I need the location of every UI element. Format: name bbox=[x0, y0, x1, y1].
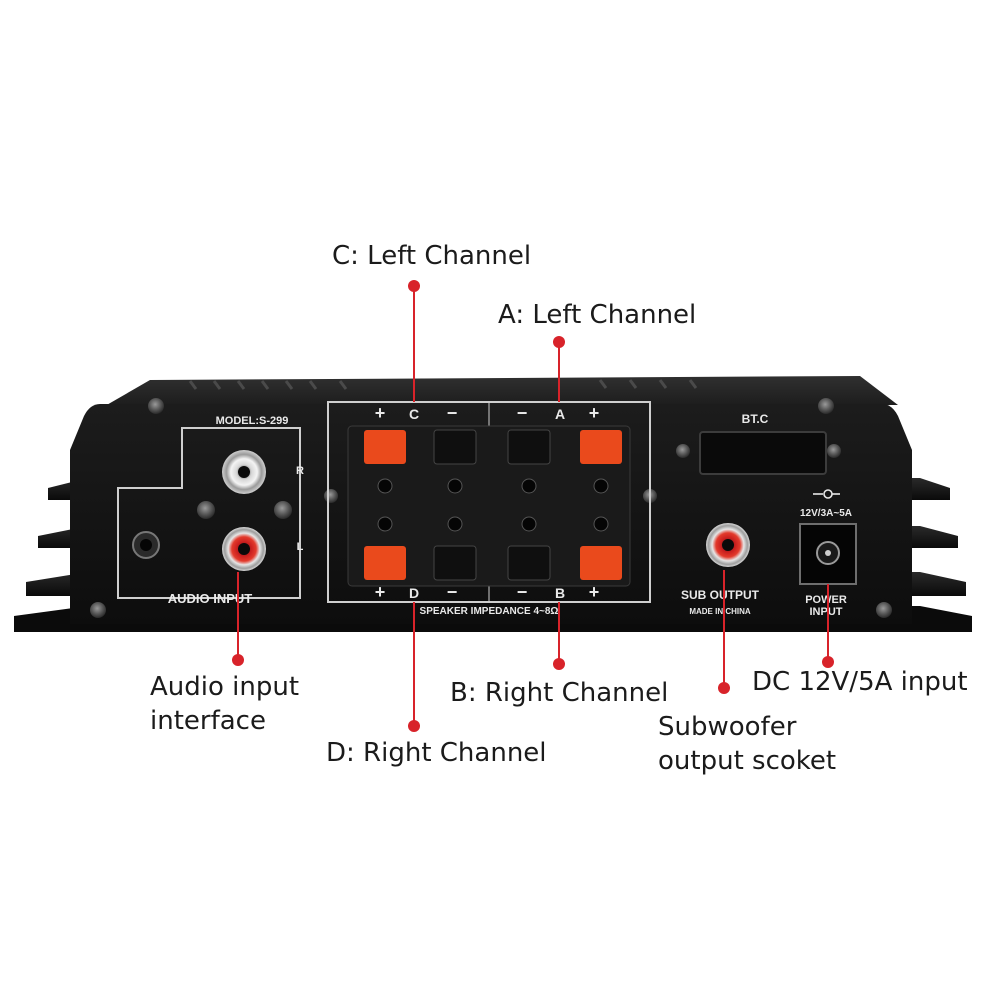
rca-screw-left bbox=[197, 501, 215, 519]
term-b-minus: − bbox=[517, 582, 528, 602]
sub-output-panel-label: SUB OUTPUT bbox=[681, 588, 760, 602]
callout-audio-input-line1: Audio input bbox=[150, 672, 300, 702]
callout-leaders bbox=[237, 286, 829, 726]
callout-b-right-channel: B: Right Channel bbox=[450, 678, 669, 708]
term-c-plus: + bbox=[375, 403, 386, 423]
model-label: MODEL:S-299 bbox=[216, 415, 289, 427]
callout-audio-input-line2: interface bbox=[150, 706, 266, 736]
term-a-minus: − bbox=[517, 403, 528, 423]
term-b-plus: + bbox=[589, 582, 600, 602]
speaker-terminal-block bbox=[347, 425, 631, 587]
callout-a-left-channel: A: Left Channel bbox=[498, 300, 697, 330]
power-input-panel-label-2: INPUT bbox=[810, 606, 843, 618]
bt-label: BT.C bbox=[742, 412, 769, 426]
callout-subwoofer-line1: Subwoofer bbox=[658, 712, 797, 742]
term-a-plus: + bbox=[589, 403, 600, 423]
term-c-letter: C bbox=[409, 406, 419, 422]
vent-slots bbox=[188, 379, 698, 390]
term-d-minus: − bbox=[447, 582, 458, 602]
audio-input-frame bbox=[117, 427, 301, 599]
callout-dc-input: DC 12V/5A input bbox=[752, 667, 968, 697]
term-d-letter: D bbox=[409, 585, 419, 601]
rca-screw-right bbox=[274, 501, 292, 519]
power-rating-label: 12V/3A~5A bbox=[800, 508, 852, 519]
speaker-impedance-label: SPEAKER IMPEDANCE 4~8Ω bbox=[420, 606, 559, 617]
audio-input-panel-label: AUDIO INPUT bbox=[168, 591, 253, 606]
terminal-clips bbox=[364, 429, 622, 581]
term-a-letter: A bbox=[555, 406, 565, 422]
callout-d-right-channel: D: Right Channel bbox=[326, 738, 547, 768]
rca-right-label: R bbox=[296, 465, 304, 477]
top-cover bbox=[98, 376, 898, 410]
power-input-panel-label-1: POWER bbox=[805, 594, 847, 606]
rca-left-label: L bbox=[297, 541, 304, 553]
callout-c-left-channel: C: Left Channel bbox=[332, 241, 532, 271]
term-c-minus: − bbox=[447, 403, 458, 423]
made-in-label: MADE IN CHINA bbox=[689, 607, 751, 616]
dc-polarity-icon bbox=[813, 489, 840, 499]
bluetooth-module bbox=[699, 431, 827, 475]
term-b-letter: B bbox=[555, 585, 565, 601]
callout-subwoofer-line2: output scoket bbox=[658, 746, 837, 776]
term-d-plus: + bbox=[375, 582, 386, 602]
callout-dots bbox=[232, 280, 834, 732]
